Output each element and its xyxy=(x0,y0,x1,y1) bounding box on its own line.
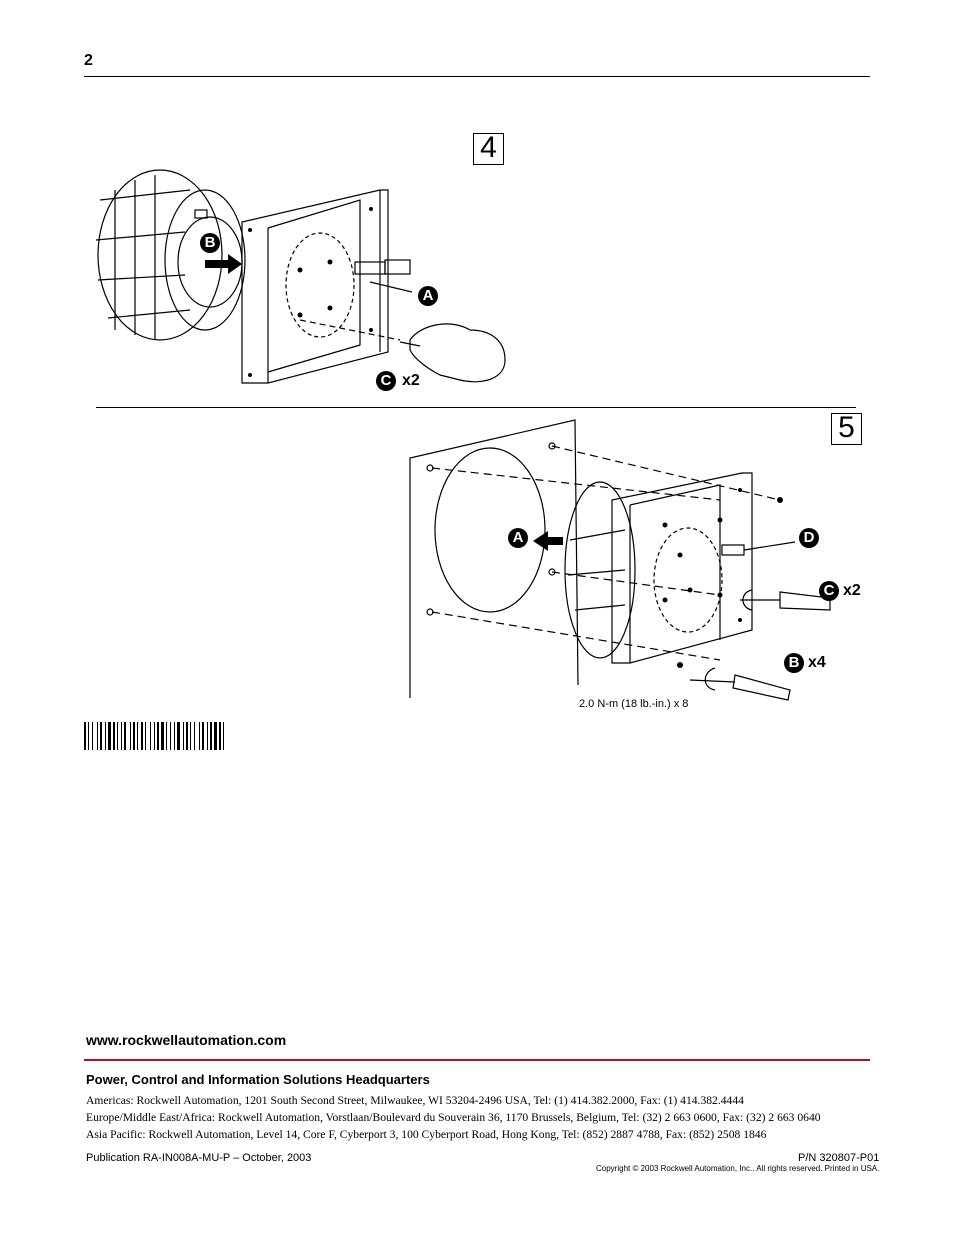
fan-wheel-rim xyxy=(97,169,223,341)
step-divider xyxy=(96,407,856,408)
step-4-arrow-b xyxy=(205,254,242,274)
step-5-callout-b: B xyxy=(784,653,804,673)
step-4-callout-c: C xyxy=(376,371,396,391)
step-5-callout-a: A xyxy=(508,528,528,548)
address-americas: Americas: Rockwell Automation, 1201 Sout… xyxy=(86,1094,744,1107)
copyright: Copyright © 2003 Rockwell Automation, In… xyxy=(596,1164,880,1173)
enclosure-panel xyxy=(409,419,579,698)
step-4-callout-b: B xyxy=(200,233,220,253)
step-5-callout-c: C xyxy=(819,581,839,601)
step-5-arrow-a xyxy=(533,531,563,551)
part-number: P/N 320807-P01 xyxy=(798,1152,880,1164)
step-5-b-multiplier: x4 xyxy=(808,654,826,671)
step-5-c-multiplier: x2 xyxy=(843,582,861,599)
publication-number: Publication RA-IN008A-MU-P – October, 20… xyxy=(86,1152,312,1164)
address-emea: Europe/Middle East/Africa: Rockwell Auto… xyxy=(86,1111,821,1124)
address-asia-pacific: Asia Pacific: Rockwell Automation, Level… xyxy=(86,1128,767,1141)
step-5-box: 5 xyxy=(831,413,862,445)
step-4-callout-a: A xyxy=(418,286,438,306)
step-4-c-multiplier: x2 xyxy=(402,372,420,389)
hq-title: Power, Control and Information Solutions… xyxy=(86,1072,430,1087)
torque-note: 2.0 N-m (18 lb.-in.) x 8 xyxy=(579,698,689,710)
page-number: 2 xyxy=(84,52,93,69)
panel-cutout xyxy=(434,447,546,613)
barcode xyxy=(84,722,224,750)
website-link[interactable]: www.rockwellautomation.com xyxy=(86,1032,287,1048)
step-5-callout-d: D xyxy=(799,528,819,548)
footer-accent-rule xyxy=(84,1059,870,1061)
step-4-box: 4 xyxy=(473,133,504,165)
header-rule xyxy=(84,76,870,77)
